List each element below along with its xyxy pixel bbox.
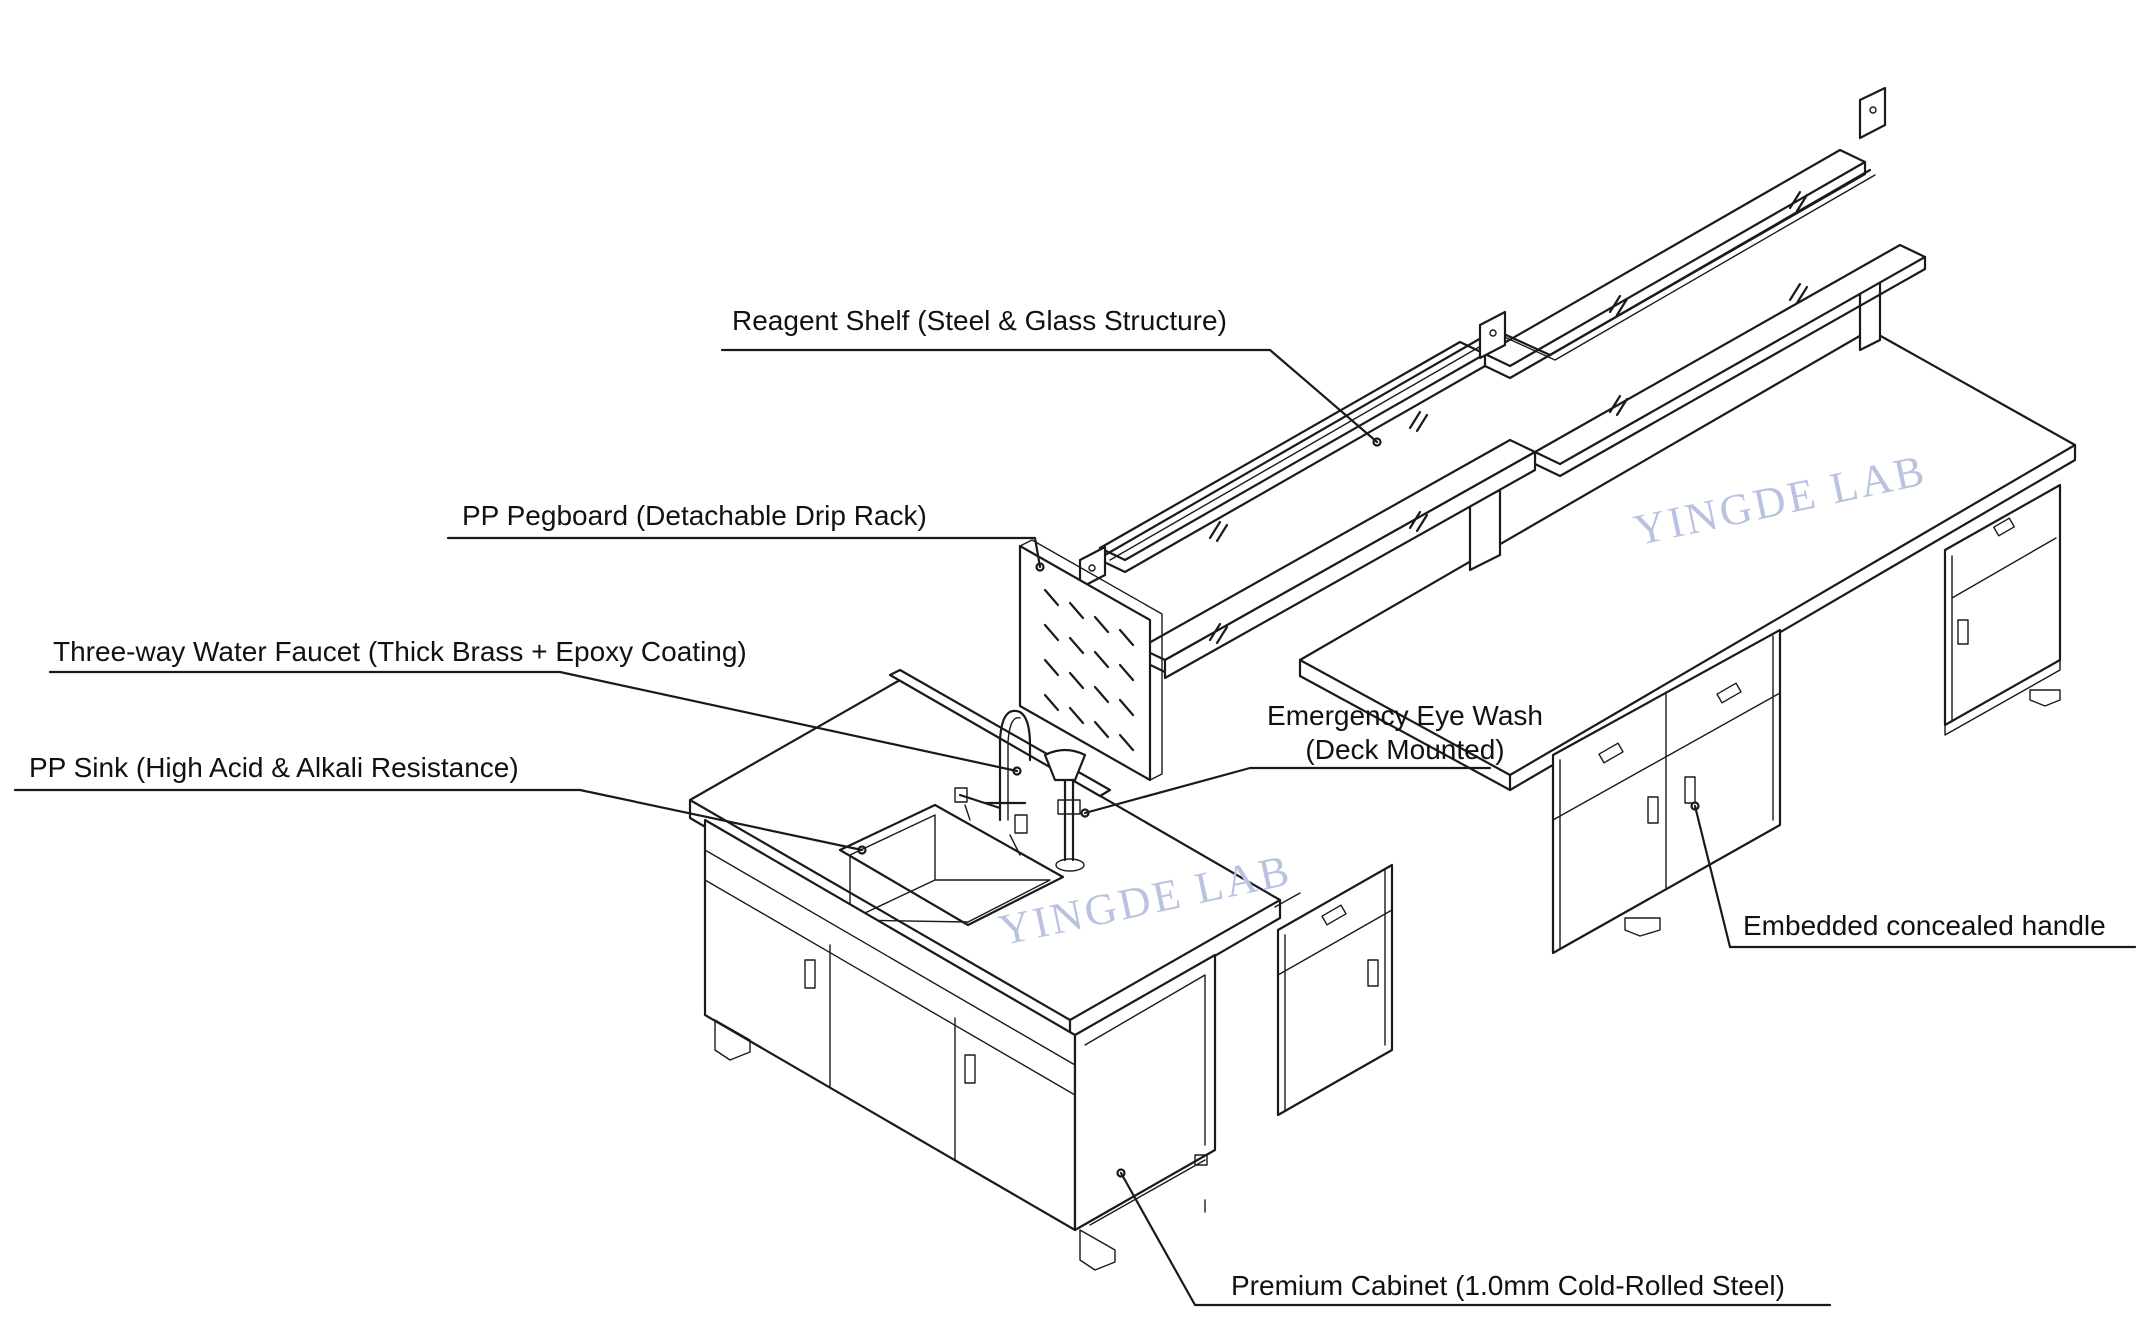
label-pp-pegboard: PP Pegboard (Detachable Drip Rack) xyxy=(462,500,927,531)
label-water-faucet: Three-way Water Faucet (Thick Brass + Ep… xyxy=(53,636,747,667)
label-pp-sink: PP Sink (High Acid & Alkali Resistance) xyxy=(29,752,519,783)
label-concealed-handle: Embedded concealed handle xyxy=(1743,910,2106,941)
label-eye-wash-line2: (Deck Mounted) xyxy=(1305,734,1505,765)
pp-pegboard xyxy=(1018,539,1163,782)
label-reagent-shelf: Reagent Shelf (Steel & Glass Structure) xyxy=(732,305,1227,336)
label-premium-cabinet: Premium Cabinet (1.0mm Cold-Rolled Steel… xyxy=(1231,1270,1785,1301)
middle-cabinet xyxy=(1551,628,1782,955)
label-eye-wash-line1: Emergency Eye Wash xyxy=(1267,700,1543,731)
water-faucet xyxy=(954,709,1032,856)
emergency-eye-wash xyxy=(1043,748,1087,872)
reagent-shelf xyxy=(1078,86,1927,680)
sink-cabinet xyxy=(703,818,1217,1271)
right-end-cabinet xyxy=(1943,483,2062,736)
leader-lines xyxy=(13,348,2137,1307)
left-small-cabinet xyxy=(1276,863,1394,1117)
